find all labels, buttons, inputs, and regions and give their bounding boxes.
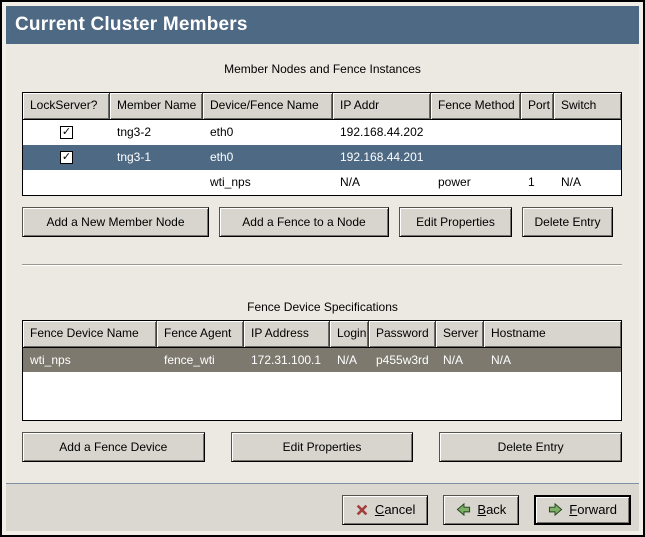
lockserver-cell [23,170,110,195]
column-header-ip-address[interactable]: IP Address [244,321,330,347]
fence-agent-cell: fence_wti [164,353,215,367]
forward-button[interactable]: Forward [534,494,631,525]
device-fence-name-cell: eth0 [210,125,234,139]
column-header-ip-addr[interactable]: IP Addr [333,93,431,119]
port-cell: 1 [528,175,535,189]
fence-device-name-cell: wti_nps [30,353,71,367]
fence-table-caption: Fence Device Specifications [247,300,398,314]
ip-address-cell: 172.31.100.1 [251,353,322,367]
forward-button-label: Forward [569,502,617,517]
dialog-titlebar: Current Cluster Members [6,6,639,44]
ip-addr-cell: 192.168.44.202 [340,125,424,139]
member-table-caption: Member Nodes and Fence Instances [224,62,421,76]
fence-method-cell [431,120,521,145]
edit-member-properties-button[interactable]: Edit Properties [399,207,512,237]
column-header-password[interactable]: Password [369,321,436,347]
back-button-label: Back [477,502,507,517]
lockserver-checkbox[interactable]: ✓ [60,151,73,164]
fence-method-cell [431,145,521,170]
section-separator [22,264,622,266]
column-header-login[interactable]: Login [330,321,369,347]
fence-actions: Add a Fence Device Edit Properties Delet… [22,432,623,462]
column-header-member-name[interactable]: Member Name [110,93,203,119]
switch-cell [554,120,621,145]
switch-cell [554,145,621,170]
member-row-selected[interactable]: ✓ tng3-1 eth0 192.168.44.201 [23,145,621,170]
port-cell [521,145,554,170]
column-header-device-fence-name[interactable]: Device/Fence Name [203,93,333,119]
column-header-server[interactable]: Server [436,321,484,347]
fence-instance-row[interactable]: wti_nps N/A power 1 N/A [23,170,621,195]
column-header-fence-device-name[interactable]: Fence Device Name [23,321,157,347]
column-header-fence-method[interactable]: Fence Method [431,93,521,119]
column-header-fence-agent[interactable]: Fence Agent [157,321,244,347]
member-table-header: LockServer? Member Name Device/Fence Nam… [23,93,621,120]
column-header-hostname[interactable]: Hostname [484,321,621,347]
device-fence-name-cell: wti_nps [210,175,251,189]
delete-fence-entry-button[interactable]: Delete Entry [439,432,623,462]
back-button[interactable]: Back [443,494,520,525]
member-name-cell: tng3-2 [117,125,152,139]
login-cell: N/A [337,353,358,367]
password-cell: p455w3rd [376,353,429,367]
column-header-switch[interactable]: Switch [554,93,621,119]
delete-member-entry-button[interactable]: Delete Entry [522,207,613,237]
edit-fence-properties-button[interactable]: Edit Properties [230,432,414,462]
lockserver-cell: ✓ [23,120,110,145]
switch-cell: N/A [561,175,582,189]
member-actions: Add a New Member Node Add a Fence to a N… [22,207,623,237]
member-row[interactable]: ✓ tng3-2 eth0 192.168.44.202 [23,120,621,145]
cancel-button-label: Cancel [374,502,416,517]
cancel-button[interactable]: Cancel [341,494,429,525]
add-fence-device-button[interactable]: Add a Fence Device [22,432,205,462]
lockserver-cell: ✓ [23,145,110,170]
member-name-cell [110,170,203,195]
add-fence-to-node-button[interactable]: Add a Fence to a Node [219,207,389,237]
device-fence-name-cell: eth0 [210,150,234,164]
column-header-port[interactable]: Port [521,93,554,119]
x-mark-icon [356,504,368,515]
port-cell [521,120,554,145]
lockserver-checkbox[interactable]: ✓ [60,126,73,139]
arrow-left-icon [457,502,471,517]
fence-devices-table: Fence Device Name Fence Agent IP Address… [22,320,622,421]
member-name-cell: tng3-1 [117,150,152,164]
member-nodes-table: LockServer? Member Name Device/Fence Nam… [22,92,622,196]
ip-addr-cell: 192.168.44.201 [340,150,424,164]
fence-table-empty-area [23,372,621,420]
ip-addr-cell: N/A [340,175,361,189]
page-title: Current Cluster Members [15,14,248,35]
hostname-cell: N/A [491,353,512,367]
dialog-content: Member Nodes and Fence Instances LockSer… [6,44,639,531]
fence-table-header: Fence Device Name Fence Agent IP Address… [23,321,621,348]
arrow-right-icon [549,502,563,517]
wizard-action-area: Cancel Back Forward [6,483,639,531]
add-member-node-button[interactable]: Add a New Member Node [22,207,209,237]
fence-method-cell: power [438,175,471,189]
server-cell: N/A [443,353,464,367]
fence-device-row-selected[interactable]: wti_nps fence_wti 172.31.100.1 N/A p455w… [23,348,621,372]
column-header-lockserver[interactable]: LockServer? [23,93,110,119]
